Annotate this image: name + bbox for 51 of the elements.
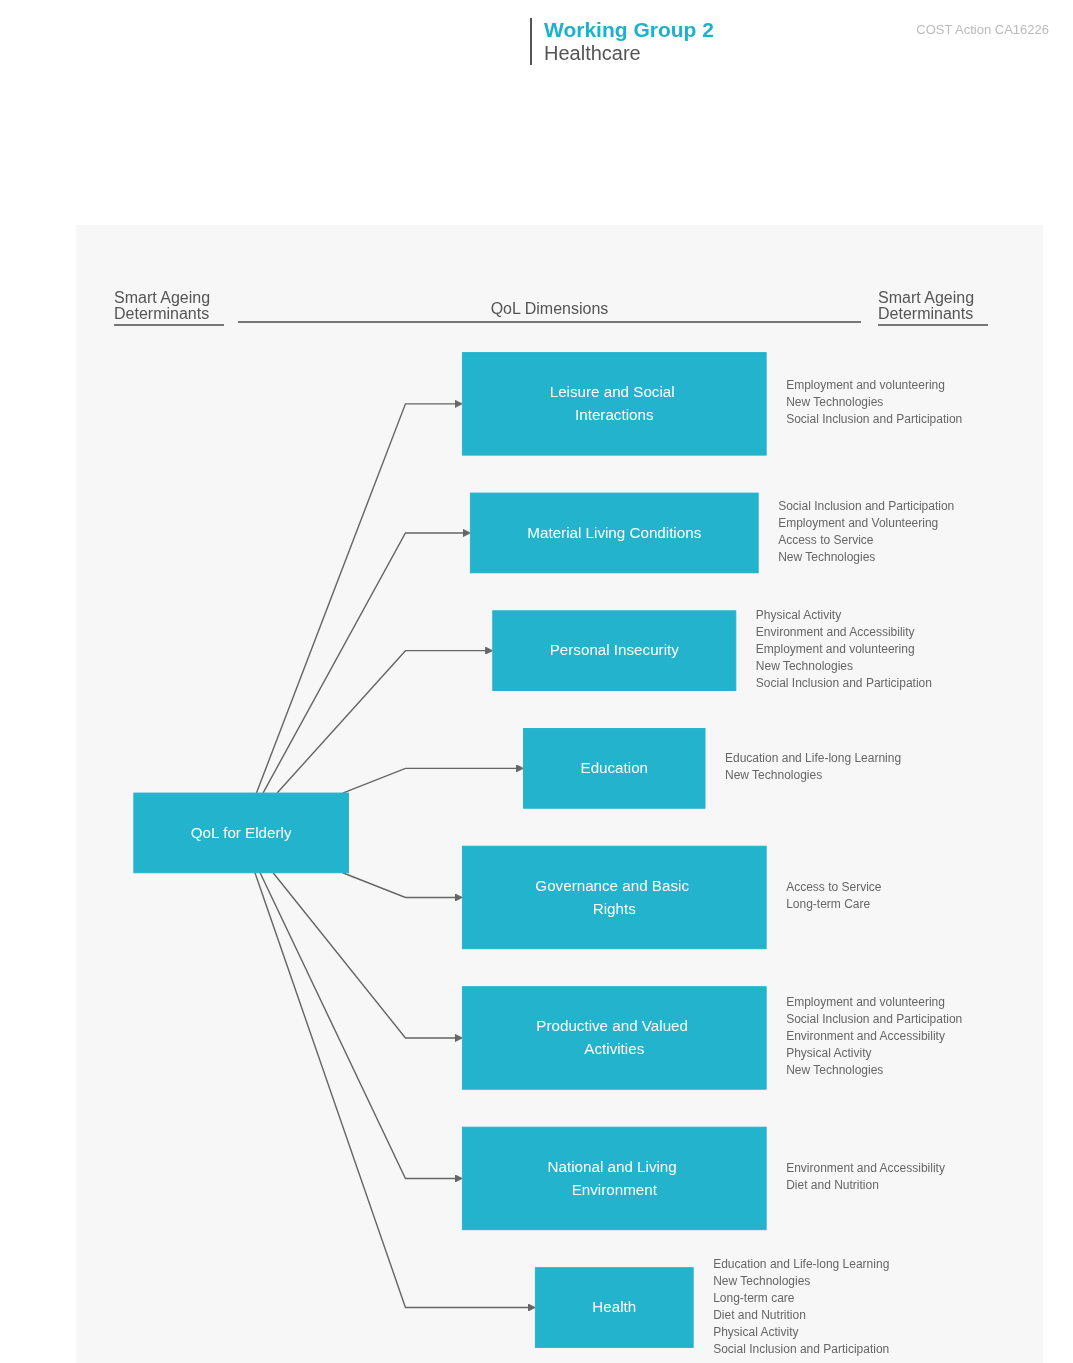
process-box: Governance and Basic Rights <box>461 845 767 950</box>
determinant-text: Long-term Care <box>786 897 872 912</box>
arrow <box>341 872 463 902</box>
determinant-text: Diet and Nutrition <box>713 1307 807 1322</box>
determinant-text: Environment and Accessibility <box>786 1161 946 1176</box>
determinant-text: Employment and volunteering <box>755 642 916 657</box>
determinant-text: Employment and Volunteering <box>778 515 940 530</box>
arrow <box>254 872 536 1312</box>
process-box: QoL for Elderly <box>133 792 349 874</box>
determinant-text: Access to Service <box>778 532 875 547</box>
arrow <box>262 528 471 794</box>
determinant-text: Long-term care <box>713 1290 796 1305</box>
determinant-text: Environment and Accessibility <box>755 625 916 640</box>
column-heading: QoL Dimensions <box>238 300 861 323</box>
determinant-text: Social Inclusion and Participation <box>786 1012 964 1027</box>
arrow <box>272 872 463 1043</box>
determinant-text: Employment and volunteering <box>786 378 946 393</box>
title: Working Group 2 <box>544 18 714 42</box>
arrow <box>259 872 463 1183</box>
determinant-text: Education and Life-long Learning <box>713 1256 891 1271</box>
arrow <box>276 646 494 794</box>
process-box: Material Living Conditions <box>469 492 759 574</box>
determinant-text: Diet and Nutrition <box>786 1178 880 1193</box>
determinant-text: New Technologies <box>778 549 877 564</box>
determinant-text: Social Inclusion and Participation <box>786 412 964 427</box>
determinant-text: New Technologies <box>725 768 824 783</box>
determinant-text: New Technologies <box>755 659 854 674</box>
determinant-text: Physical Activity <box>755 608 843 623</box>
process-box: Leisure and Social Interactions <box>461 352 767 456</box>
determinant-text: New Technologies <box>713 1273 812 1288</box>
header-note: COST Action CA16226 <box>916 22 1049 37</box>
determinant-text: New Technologies <box>786 395 885 410</box>
subtitle: Healthcare <box>544 42 642 65</box>
column-heading: Smart Ageing Determinants <box>878 290 988 326</box>
process-box: Education <box>523 728 706 809</box>
determinant-text: Social Inclusion and Participation <box>713 1341 891 1356</box>
process-box: National and Living Environment <box>461 1126 767 1231</box>
determinant-text: Physical Activity <box>786 1046 873 1061</box>
determinant-text: Employment and volunteering <box>786 995 946 1010</box>
determinant-text: Access to Service <box>786 880 883 895</box>
process-box: Health <box>534 1267 694 1348</box>
determinant-text: Education and Life-long Learning <box>725 751 903 766</box>
determinant-text: Social Inclusion and Participation <box>778 498 956 513</box>
determinant-text: New Technologies <box>786 1063 885 1078</box>
column-heading: Smart Ageing Determinants <box>114 290 224 326</box>
arrow <box>255 399 463 794</box>
determinant-text: Social Inclusion and Participation <box>755 676 933 691</box>
determinant-text: Physical Activity <box>713 1324 800 1339</box>
determinant-text: Environment and Accessibility <box>786 1029 946 1044</box>
process-box: Productive and Valued Activities <box>461 986 767 1090</box>
process-box: Personal Insecurity <box>492 610 737 691</box>
